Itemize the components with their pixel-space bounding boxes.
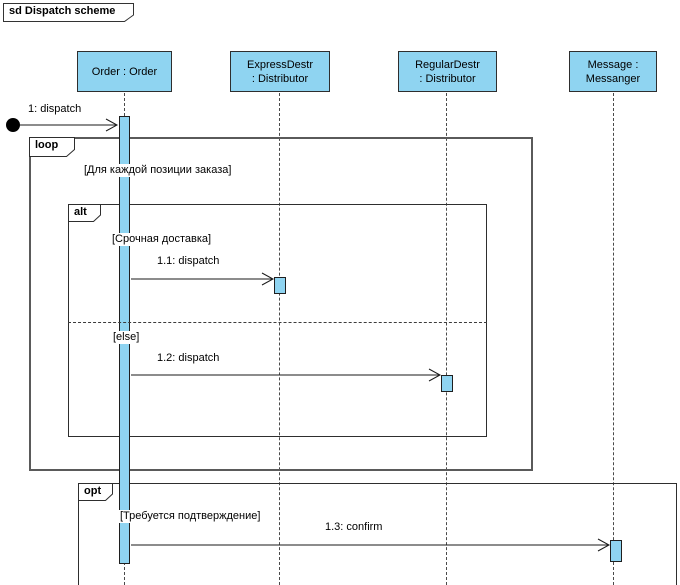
message-1-2-arrow[interactable]	[131, 368, 442, 382]
lifeline-label: ExpressDestr	[246, 58, 314, 71]
lifeline-expressdestr	[279, 93, 280, 585]
pentagon-shape-icon	[78, 483, 113, 501]
loop-keyword: loop	[35, 139, 59, 151]
alt-guard-if: [Срочная доставка]	[110, 233, 214, 246]
lifeline-label: RegularDestr	[415, 58, 480, 71]
lifeline-header-regulardestr[interactable]: RegularDestr : Distributor	[398, 51, 497, 92]
activation-expressdestr[interactable]	[274, 277, 286, 294]
alt-operator-label[interactable]: alt	[68, 204, 101, 222]
message-1-3-label[interactable]: 1.3: confirm	[325, 521, 383, 533]
opt-keyword: opt	[84, 485, 102, 497]
frame-name: Dispatch scheme	[24, 5, 116, 17]
message-1-1-arrow[interactable]	[131, 272, 275, 286]
loop-guard: [Для каждой позиции заказа]	[82, 164, 234, 177]
lifeline-label: : Distributor	[251, 72, 309, 85]
frame-keyword: sd	[9, 5, 22, 17]
message-1-1-label[interactable]: 1.1: dispatch	[157, 255, 220, 267]
lifeline-regulardestr	[446, 93, 447, 585]
opt-operator-label[interactable]: opt	[78, 483, 113, 501]
lifeline-label: Message :	[587, 58, 639, 71]
message-1-2-label[interactable]: 1.2: dispatch	[157, 352, 220, 364]
lifeline-header-expressdestr[interactable]: ExpressDestr : Distributor	[230, 51, 330, 92]
lifeline-label: Order : Order	[91, 65, 158, 78]
message-1-3-arrow[interactable]	[131, 538, 611, 552]
lifeline-header-order[interactable]: Order : Order	[77, 51, 172, 92]
loop-operator-label[interactable]: loop	[29, 137, 75, 157]
lifeline-message	[613, 93, 614, 585]
fragment-loop[interactable]	[29, 137, 533, 471]
alt-guard-else: [else]	[111, 331, 142, 344]
activation-regulardestr[interactable]	[441, 375, 453, 392]
fragment-alt[interactable]	[68, 204, 487, 437]
lifeline-label: : Distributor	[419, 72, 476, 85]
activation-message[interactable]	[610, 540, 622, 562]
opt-guard: [Требуется подтверждение]	[118, 510, 263, 523]
pentagon-shape-icon	[68, 204, 101, 222]
pentagon-shape-icon	[29, 137, 75, 157]
lifeline-label: Messanger	[585, 72, 641, 85]
fragment-opt[interactable]	[78, 483, 677, 585]
message-1-arrow[interactable]	[6, 118, 119, 132]
message-1-label[interactable]: 1: dispatch	[28, 103, 82, 115]
found-message-origin-icon	[6, 118, 20, 132]
pentagon-shape-icon	[3, 3, 134, 22]
diagram-frame-label[interactable]: sd Dispatch scheme	[3, 3, 134, 22]
lifeline-header-message[interactable]: Message : Messanger	[569, 51, 657, 92]
frame-title: sd Dispatch scheme	[9, 5, 115, 17]
alt-divider	[68, 322, 487, 323]
alt-keyword: alt	[74, 206, 87, 218]
